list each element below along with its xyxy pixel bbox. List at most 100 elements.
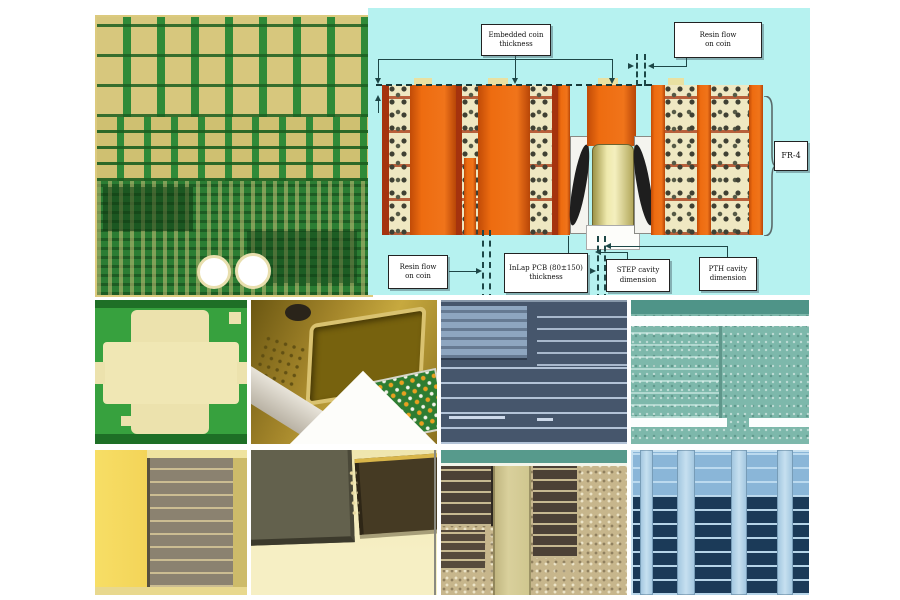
resin-slab	[697, 85, 711, 235]
dashed-tick	[604, 236, 606, 295]
side-pad	[121, 416, 131, 426]
photo-step-joint	[251, 450, 437, 595]
short-line	[537, 418, 553, 421]
photo-microsection-teal	[631, 300, 809, 444]
right-gold-strip	[233, 458, 247, 587]
photo-microsection-blue	[441, 300, 627, 444]
side-pad	[229, 312, 241, 324]
leader-line	[627, 252, 628, 259]
top-dark-band	[631, 300, 809, 314]
resin-slab	[410, 85, 456, 235]
surface-pad	[598, 78, 618, 85]
dashed-tick	[489, 230, 491, 295]
photo-pcb-panel	[95, 15, 373, 297]
layer-lines-right	[537, 306, 627, 366]
pcb-hole	[235, 253, 271, 289]
arrow-left-icon	[648, 63, 654, 69]
striped-block-left-lower	[441, 530, 485, 570]
via-column-light	[677, 450, 695, 595]
dimension-line	[378, 101, 379, 113]
pcb-hole	[197, 255, 231, 289]
dimension-line	[515, 56, 516, 79]
label-inlap-thickness: InLap PCB (80±150) thickness	[504, 253, 588, 293]
short-line	[449, 416, 505, 419]
prepreg-layer	[665, 85, 697, 235]
dashed-tick	[597, 236, 599, 295]
dimension-line	[612, 59, 613, 79]
step-block-left	[251, 450, 355, 546]
via-column	[493, 466, 531, 595]
side-pad	[237, 362, 247, 384]
pcb-edge-strip	[95, 434, 247, 444]
leader-line	[727, 246, 728, 257]
coin-base-white	[586, 225, 640, 250]
prepreg-layer	[530, 85, 552, 235]
dimension-line	[378, 59, 613, 60]
coin-body	[592, 144, 634, 228]
dimension-line	[378, 59, 379, 79]
white-band-bottom-right	[749, 418, 809, 427]
arrow-down-icon	[609, 78, 615, 84]
surface-pad	[668, 78, 684, 85]
resin-slab	[651, 85, 665, 235]
side-pad	[95, 362, 105, 384]
label-pth-cavity: PTH cavity dimension	[699, 257, 757, 291]
photo-coin-edge-yellow	[95, 450, 247, 595]
label-step-cavity: STEP cavity dimension	[606, 259, 670, 292]
resin-slab	[749, 85, 763, 235]
diagram-embedded-coin: Embedded coin thickness Resin flow on co…	[368, 8, 810, 295]
pcb-module-row-medium	[97, 117, 371, 181]
surface-pad	[414, 78, 432, 85]
panel-edge-line	[434, 450, 436, 595]
pth-slot	[565, 136, 594, 234]
photo-via-column-tan	[441, 450, 627, 595]
coin-block	[441, 306, 527, 360]
bond-seam	[719, 326, 722, 418]
resin-cap-over-coin	[587, 85, 636, 146]
step-block-right	[354, 453, 437, 535]
white-band-bottom-left	[631, 418, 727, 427]
leader-line	[654, 66, 687, 67]
striped-block-right	[533, 466, 577, 558]
arrow-down-icon	[512, 78, 518, 84]
via-column-light	[777, 450, 793, 595]
pcb-dark-patch	[103, 187, 193, 231]
white-band-top	[631, 316, 809, 326]
pcb-module-row-large	[97, 17, 371, 117]
via-column-light	[731, 450, 747, 595]
laminate-grey-block	[147, 458, 236, 587]
bottom-strip	[95, 587, 247, 595]
resin-slab	[558, 85, 570, 235]
label-resin-flow-top: Resin flow on coin	[674, 22, 762, 58]
brace-icon	[763, 96, 776, 236]
layer-lines-lower	[441, 364, 627, 444]
resin-slab	[464, 158, 476, 235]
leader-line	[449, 271, 476, 272]
leader-line	[686, 58, 687, 67]
arrow-right-icon	[476, 268, 482, 274]
laminate-stripes	[631, 326, 719, 418]
dashed-tick	[482, 230, 484, 295]
via-column-light	[640, 450, 653, 595]
arrow-right-icon	[590, 268, 596, 274]
prepreg-layer	[389, 85, 410, 235]
copper-layer	[456, 85, 462, 235]
leader-line	[568, 236, 569, 253]
copper-layer	[552, 85, 558, 235]
teal-top-band	[441, 450, 627, 466]
prepreg-layer	[711, 85, 749, 235]
pth-barrel	[565, 143, 594, 227]
photo-ladder-blue	[631, 450, 809, 595]
arrow-down-icon	[375, 78, 381, 84]
dashed-reference-line	[376, 84, 652, 86]
drill-hole	[285, 304, 311, 321]
copper-layer	[382, 85, 389, 235]
photo-coin-pad-top	[95, 300, 247, 444]
arrow-left-icon	[605, 243, 611, 249]
striped-block-left	[441, 466, 493, 526]
photo-cavity-corner	[251, 300, 437, 444]
leader-line	[611, 246, 728, 247]
arrow-left-icon	[595, 249, 601, 255]
pcb-edge-strip	[95, 300, 247, 308]
